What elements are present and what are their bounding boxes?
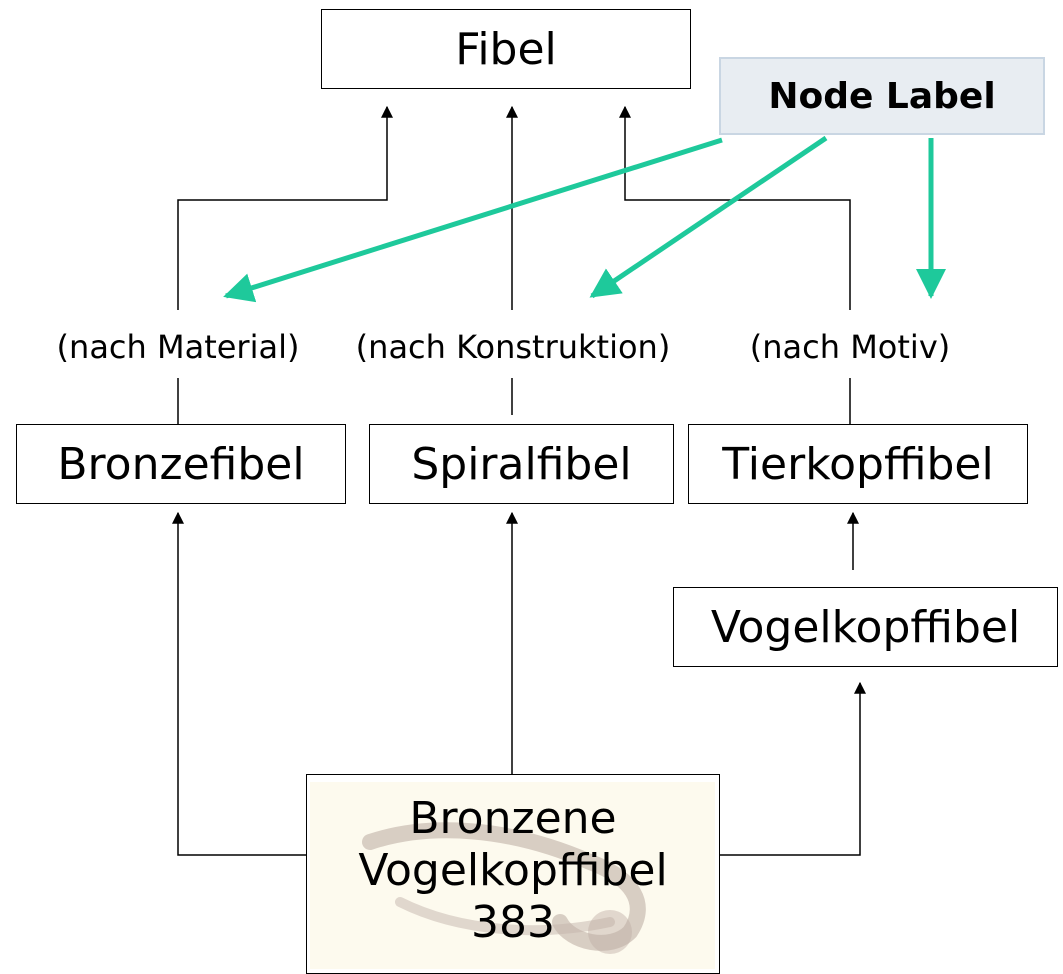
node-vogelkopffibel-label: Vogelkopffibel <box>710 601 1021 653</box>
edge-root-to-bronzefibel <box>172 511 306 856</box>
root-line-3: 383 <box>471 897 555 948</box>
node-bronzefibel: Bronzefibel <box>16 424 346 504</box>
callout-arrow-konstruktion <box>589 135 828 299</box>
fibula-photo <box>310 782 715 969</box>
node-tierkopffibel-label: Tierkopffibel <box>722 438 994 490</box>
edge-motiv-to-fibel <box>619 105 851 310</box>
root-line-1: Bronzene <box>409 793 617 844</box>
edge-material-to-fibel <box>177 105 393 310</box>
node-fibel: Fibel <box>321 9 691 89</box>
callout-label: Node Label <box>768 75 996 117</box>
node-vogelkopffibel: Vogelkopffibel <box>673 587 1058 667</box>
node-spiralfibel: Spiralfibel <box>369 424 674 504</box>
node-tierkopffibel: Tierkopffibel <box>688 424 1028 504</box>
node-bronzefibel-label: Bronzefibel <box>57 438 305 490</box>
root-line-2: Vogelkopffibel <box>358 845 668 896</box>
facet-konstruktion: (nach Konstruktion) <box>355 328 671 366</box>
node-spiralfibel-label: Spiralfibel <box>411 438 632 490</box>
fibula-photo-illustration <box>362 822 646 954</box>
facet-motiv: (nach Motiv) <box>749 328 951 366</box>
node-label-callout: Node Label <box>719 57 1045 135</box>
node-root-text: Bronzene Vogelkopffibel 383 <box>306 793 720 949</box>
node-fibel-label: Fibel <box>455 23 557 75</box>
callout-arrow-material <box>223 137 723 303</box>
edge-root-to-vogelkopffibel <box>720 681 866 856</box>
facet-material: (nach Material) <box>56 328 300 366</box>
